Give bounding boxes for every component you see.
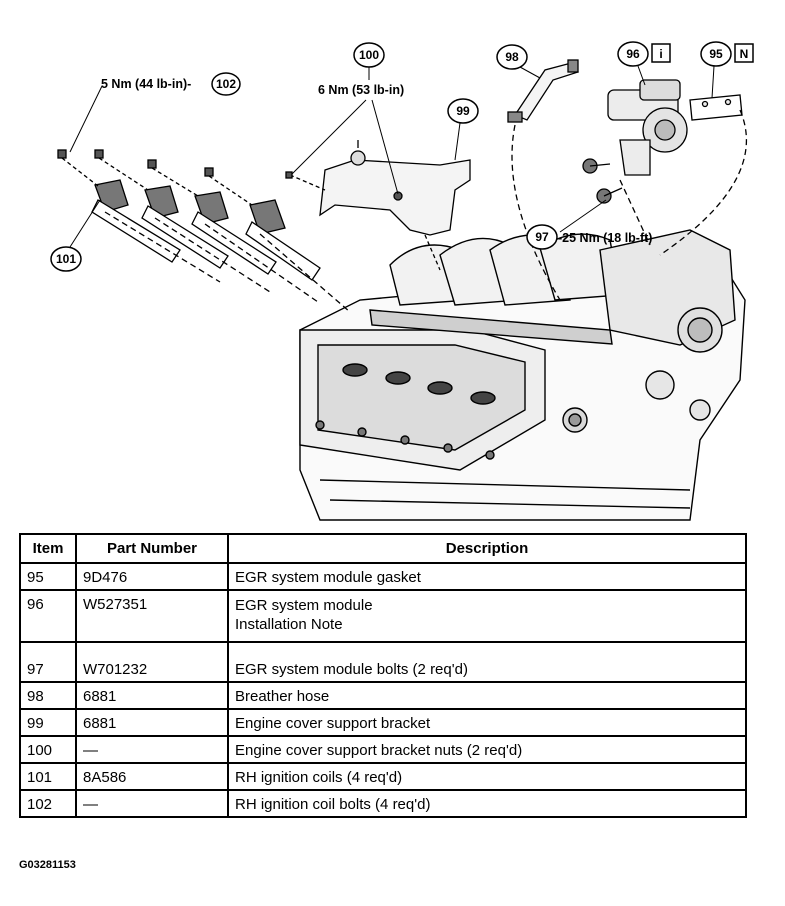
installation-note-link[interactable]: Installation Note xyxy=(235,616,343,633)
cell-desc: Engine cover support bracket xyxy=(227,708,747,737)
callout-101: 101 xyxy=(50,199,101,272)
cell-item: 99 xyxy=(19,708,77,737)
table-row: 96 W527351 EGR system module Installatio… xyxy=(19,589,747,643)
callout-96: 96 i xyxy=(617,41,671,86)
svg-text:97: 97 xyxy=(535,230,549,244)
header-description: Description xyxy=(227,533,747,564)
cell-part: — xyxy=(75,735,229,764)
svg-text:5 Nm (44 lb-in)-: 5 Nm (44 lb-in)- xyxy=(101,77,191,91)
cell-item: 100 xyxy=(19,735,77,764)
cell-desc: EGR system module bolts (2 req'd) xyxy=(227,641,747,683)
engine-cover-bracket xyxy=(285,140,471,271)
cell-item: 97 xyxy=(19,641,77,683)
cell-part: 8A586 xyxy=(75,762,229,791)
callout-97: 97 -25 Nm (18 lb-ft) xyxy=(526,199,652,250)
figure-code: G03281153 xyxy=(19,859,76,871)
table-row: 97 W701232 EGR system module bolts (2 re… xyxy=(19,641,747,683)
callout-102: 5 Nm (44 lb-in)- 102 xyxy=(69,72,241,153)
cell-part: 9D476 xyxy=(75,562,229,591)
cell-part: 6881 xyxy=(75,681,229,710)
callout-98: 98 xyxy=(496,44,541,79)
cell-item: 98 xyxy=(19,681,77,710)
cell-item: 95 xyxy=(19,562,77,591)
header-item: Item xyxy=(19,533,77,564)
cell-desc: Engine cover support bracket nuts (2 req… xyxy=(227,735,747,764)
cell-part: W701232 xyxy=(75,641,229,683)
table-row: 102 — RH ignition coil bolts (4 req'd) xyxy=(19,789,747,818)
cell-desc: RH ignition coil bolts (4 req'd) xyxy=(227,789,747,818)
egr-module xyxy=(582,79,748,256)
cell-item: 96 xyxy=(19,589,77,643)
svg-text:102: 102 xyxy=(216,77,236,91)
table-row: 100 — Engine cover support bracket nuts … xyxy=(19,735,747,764)
table-row: 101 8A586 RH ignition coils (4 req'd) xyxy=(19,762,747,791)
svg-text:99: 99 xyxy=(456,104,470,118)
cell-item: 102 xyxy=(19,789,77,818)
svg-text:101: 101 xyxy=(56,252,76,266)
cell-part: — xyxy=(75,789,229,818)
svg-text:96: 96 xyxy=(626,47,640,61)
svg-text:N: N xyxy=(740,47,749,61)
header-part-number: Part Number xyxy=(75,533,229,564)
cell-desc: Breather hose xyxy=(227,681,747,710)
table-header-row: Item Part Number Description xyxy=(19,533,747,564)
desc-line: EGR system module xyxy=(235,597,373,614)
engine-exploded-diagram: 5 Nm (44 lb-in)- 102 100 6 Nm (53 lb-in)… xyxy=(50,41,754,521)
parts-table: Item Part Number Description 95 9D476 EG… xyxy=(19,533,747,818)
svg-text:-25 Nm (18 lb-ft): -25 Nm (18 lb-ft) xyxy=(558,231,652,245)
cell-part: 6881 xyxy=(75,708,229,737)
svg-text:i: i xyxy=(659,47,662,61)
svg-text:95: 95 xyxy=(709,47,723,61)
callout-95: 95 N xyxy=(700,41,754,99)
callout-100: 100 6 Nm (53 lb-in) xyxy=(291,42,404,195)
table-row: 99 6881 Engine cover support bracket xyxy=(19,708,747,737)
svg-text:98: 98 xyxy=(505,50,519,64)
ignition-coils xyxy=(57,149,351,313)
svg-text:100: 100 xyxy=(359,48,379,62)
table-row: 98 6881 Breather hose xyxy=(19,681,747,710)
cell-part: W527351 xyxy=(75,589,229,643)
cell-desc: EGR system module Installation Note xyxy=(227,589,747,643)
cell-desc: RH ignition coils (4 req'd) xyxy=(227,762,747,791)
callout-99: 99 xyxy=(447,98,479,161)
breather-hose xyxy=(507,59,579,301)
cell-desc: EGR system module gasket xyxy=(227,562,747,591)
cell-item: 101 xyxy=(19,762,77,791)
table-row: 95 9D476 EGR system module gasket xyxy=(19,562,747,591)
engine-illustration xyxy=(299,229,746,521)
svg-text:6 Nm (53 lb-in): 6 Nm (53 lb-in) xyxy=(318,83,404,97)
